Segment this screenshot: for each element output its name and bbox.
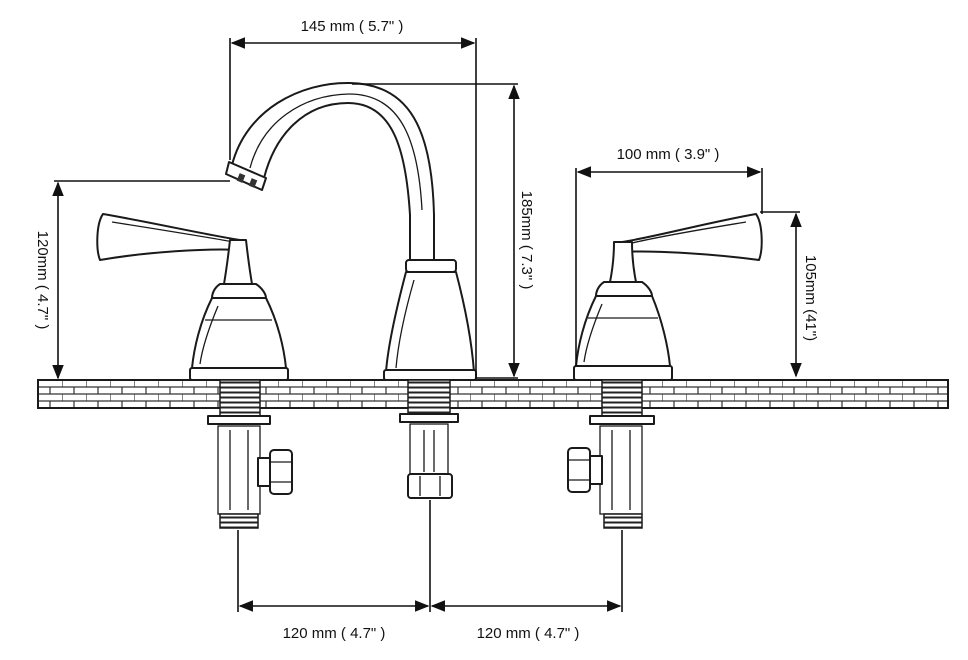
countertop bbox=[37, 379, 949, 409]
dimension-spacing: 120 mm ( 4.7" ) 120 mm ( 4.7" ) bbox=[237, 500, 623, 642]
spout bbox=[225, 81, 477, 499]
spacing-left-label: 120 mm ( 4.7" ) bbox=[283, 625, 386, 642]
dimension-right-height: 105mm (41") bbox=[760, 211, 819, 378]
left-valve bbox=[96, 213, 293, 529]
dimension-right-width: 100 mm ( 3.9" ) bbox=[575, 146, 763, 366]
dimension-left-height: 120mm ( 4.7" ) bbox=[34, 180, 230, 380]
left-height-label: 120mm ( 4.7" ) bbox=[34, 231, 51, 330]
spout-reach-label: 145 mm ( 5.7" ) bbox=[301, 18, 404, 35]
spacing-right-label: 120 mm ( 4.7" ) bbox=[477, 625, 580, 642]
dimension-spout-reach: 145 mm ( 5.7" ) bbox=[229, 18, 477, 378]
right-valve bbox=[567, 213, 763, 529]
right-width-label: 100 mm ( 3.9" ) bbox=[617, 146, 720, 163]
spout-height-label: 185mm ( 7.3" ) bbox=[518, 191, 535, 290]
dimension-spout-height: 185mm ( 7.3" ) bbox=[352, 83, 535, 379]
right-height-label: 105mm (41") bbox=[802, 255, 819, 341]
